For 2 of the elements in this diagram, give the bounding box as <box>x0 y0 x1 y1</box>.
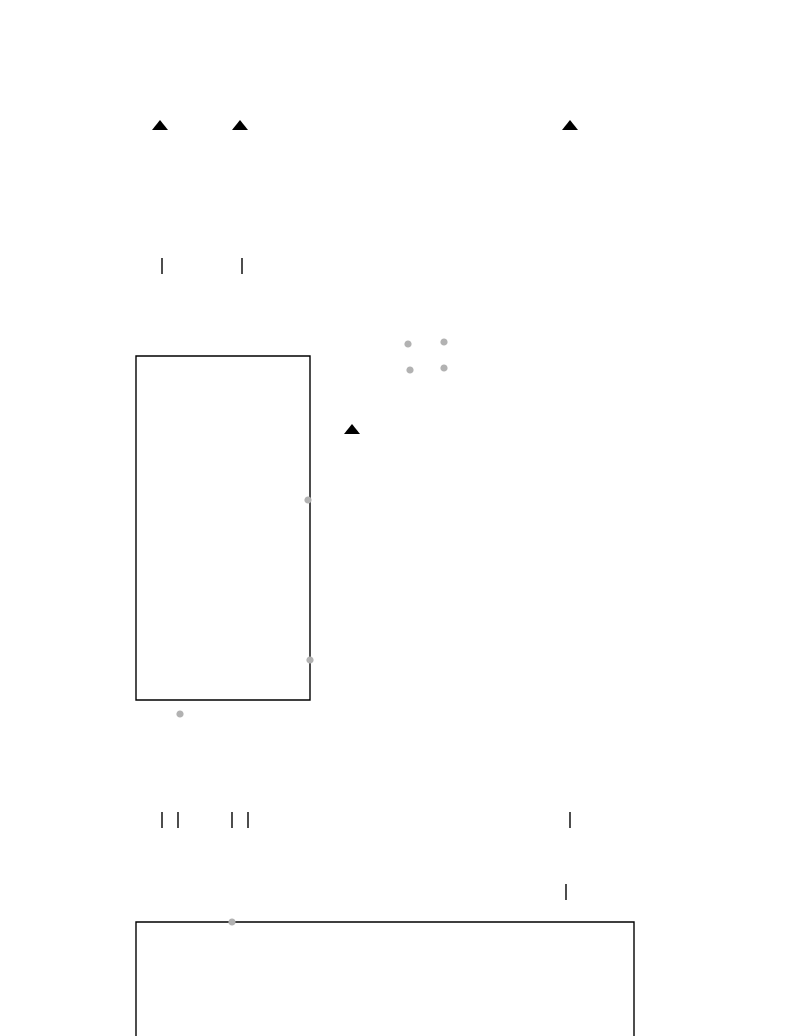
box <box>135 355 311 701</box>
box <box>135 921 635 1036</box>
